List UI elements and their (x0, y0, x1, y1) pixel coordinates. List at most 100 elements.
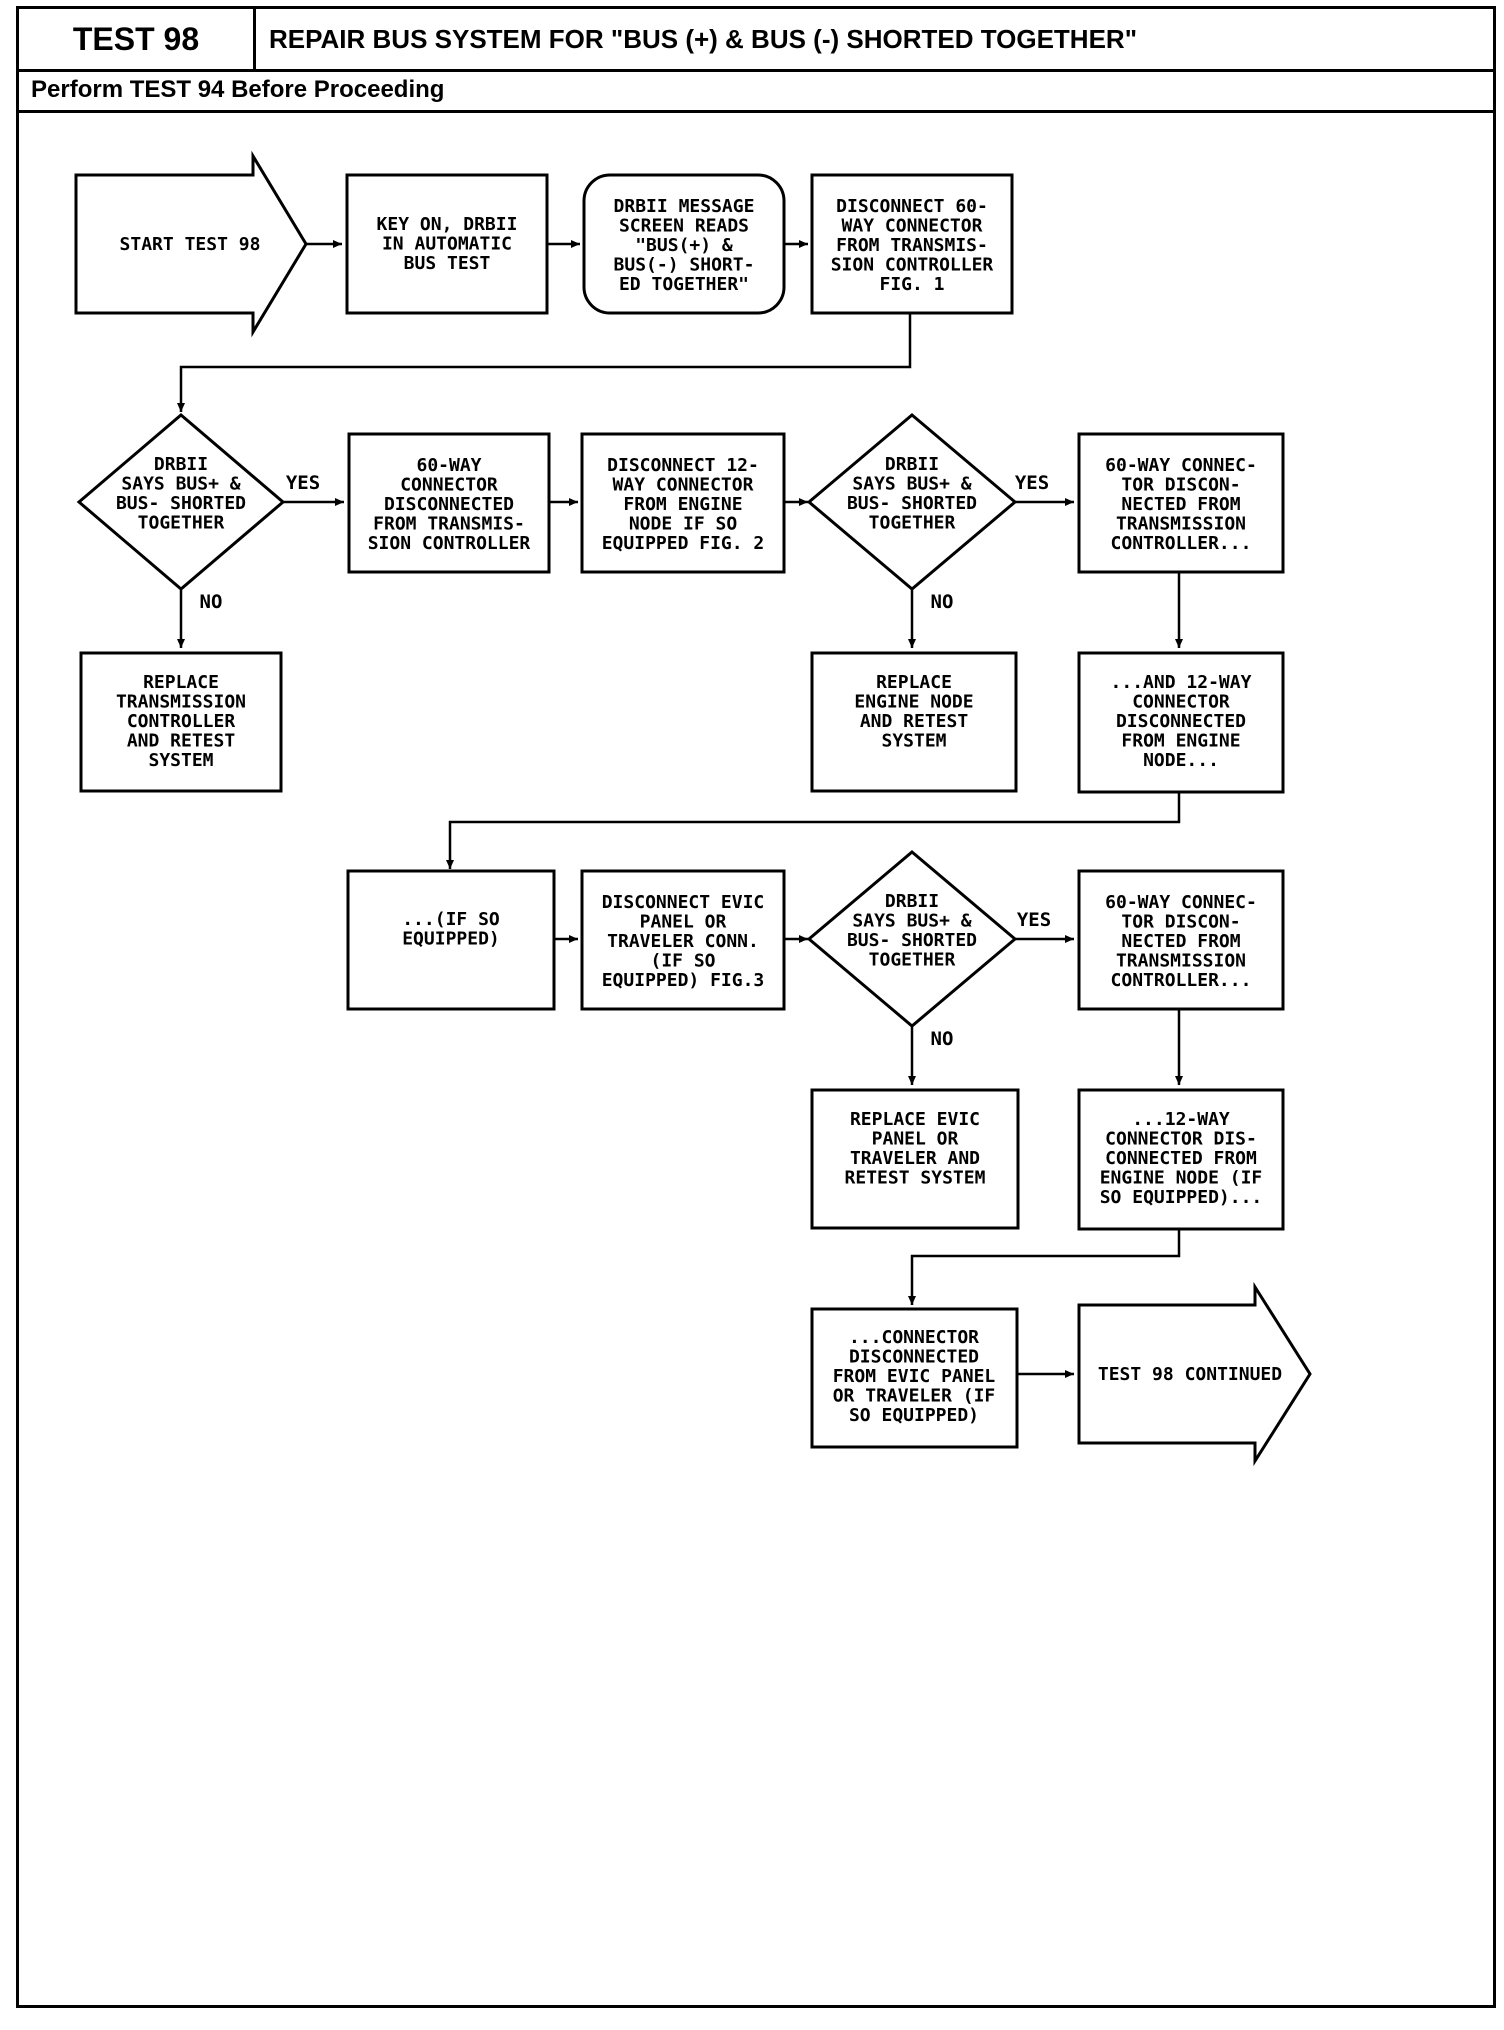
flow-text-line: REPLACE EVIC (850, 1109, 980, 1130)
flow-text-line: DISCONNECTED (849, 1347, 979, 1368)
flow-text-line: NODE... (1143, 750, 1219, 771)
no-label: NO (200, 591, 223, 613)
subheader-row: Perform TEST 94 Before Proceeding (16, 69, 1496, 113)
flow-text-line: ...CONNECTOR (849, 1327, 979, 1348)
flow-text-line: TOR DISCON- (1121, 912, 1240, 933)
flow-text-line: ...12-WAY (1132, 1109, 1230, 1130)
flow-text-line: BUS- SHORTED (116, 493, 246, 514)
connectors (177, 240, 1183, 1378)
flow-text-line: RETEST SYSTEM (845, 1168, 986, 1189)
flow-text-line: WAY CONNECTOR (613, 475, 754, 496)
flow-text-line: CONTROLLER... (1111, 533, 1252, 554)
flow-text-line: "BUS(+) & (635, 235, 733, 256)
flow-text-line: START TEST 98 (120, 234, 261, 255)
flow-text-line: DISCONNECT 60- (836, 196, 988, 217)
prerequisite-note: Perform TEST 94 Before Proceeding (31, 75, 445, 103)
flow-text-line: BUS(-) SHORT- (614, 255, 755, 276)
flow-text-line: TRANSMISSION (116, 692, 246, 713)
flow-text-line: KEY ON, DRBII (377, 214, 518, 235)
flow-text-line: ED TOGETHER" (619, 274, 749, 295)
flow-text-line: DRBII MESSAGE (614, 196, 755, 217)
flow-text-line: BUS- SHORTED (847, 930, 977, 951)
yes-label: YES (1015, 472, 1049, 494)
flow-text-line: TRANSMISSION (1116, 514, 1246, 535)
flow-text-line: CONNECTOR DIS- (1105, 1129, 1257, 1150)
flow-text-line: ENGINE NODE (854, 692, 973, 713)
flow-text-line: TRAVELER AND (850, 1148, 980, 1169)
no-label: NO (931, 1028, 954, 1050)
status-a1: 60-WAY CONNEC-TOR DISCON-NECTED FROMTRAN… (1077, 432, 1285, 574)
flow-text-line: SYSTEM (881, 731, 946, 752)
flow-text-line: DRBII (885, 454, 939, 475)
flow-text-line: EQUIPPED) FIG.3 (602, 970, 765, 991)
flow-text-line: PANEL OR (872, 1129, 959, 1150)
flow-text-line: CONTROLLER... (1111, 970, 1252, 991)
flow-text-line: CONNECTED FROM (1105, 1148, 1257, 1169)
flow-text-line: SO EQUIPPED) (849, 1405, 979, 1426)
test-title: REPAIR BUS SYSTEM FOR "BUS (+) & BUS (-)… (269, 23, 1138, 54)
flow-text-line: FROM EVIC PANEL (833, 1366, 996, 1387)
yes-label: YES (286, 472, 320, 494)
flow-text-line: OR TRAVELER (IF (833, 1386, 996, 1407)
flow-text-line: SAYS BUS+ & (852, 474, 971, 495)
flow-text-line: IN AUTOMATIC (382, 234, 512, 255)
flow-text-line: TEST 98 CONTINUED (1098, 1364, 1282, 1385)
flow-text-line: BUS TEST (404, 253, 491, 274)
flow-text-line: FIG. 1 (879, 274, 944, 295)
flow-text-line: TRANSMISSION (1116, 951, 1246, 972)
flow-text-line: FROM ENGINE (623, 494, 742, 515)
flow-text-line: DISCONNECTED (384, 494, 514, 515)
flow-text-line: ...(IF SO (402, 909, 500, 930)
flow-text-line: (IF SO (650, 951, 715, 972)
flow-text-line: SCREEN READS (619, 216, 749, 237)
flow-text-line: 60-WAY CONNEC- (1105, 892, 1257, 913)
flow-text-line: SAYS BUS+ & (121, 474, 240, 495)
flow-text-line: DISCONNECTED (1116, 711, 1246, 732)
continued-arrow: TEST 98 CONTINUED (1077, 1281, 1312, 1467)
flow-text-line: SION CONTROLLER (831, 255, 994, 276)
flow-text-line: ...AND 12-WAY (1111, 672, 1252, 693)
flow-text-line: FROM TRANSMIS- (836, 235, 988, 256)
flow-text-line: REPLACE (143, 672, 219, 693)
flow-text-line: TOGETHER (869, 950, 956, 971)
flow-text-line: WAY CONNECTOR (842, 216, 983, 237)
flow-text-line: TOR DISCON- (1121, 475, 1240, 496)
branch-labels: YES NO YES NO YES NO (200, 472, 1052, 1050)
flow-text-line: SO EQUIPPED)... (1100, 1187, 1263, 1208)
flow-text-line: EQUIPPED) (402, 929, 500, 950)
flow-text-line: 60-WAY (416, 455, 481, 476)
flow-text-line: 60-WAY CONNEC- (1105, 455, 1257, 476)
status-b1: 60-WAY CONNEC-TOR DISCON-NECTED FROMTRAN… (1077, 869, 1285, 1011)
flow-text-line: PANEL OR (640, 912, 727, 933)
start-arrow: START TEST 98 (74, 150, 308, 338)
flow-text-line: AND RETEST (127, 731, 236, 752)
flow-text-line: SAYS BUS+ & (852, 911, 971, 932)
flow-text-line: CONTROLLER (127, 711, 236, 732)
flow-text-line: DRBII (154, 454, 208, 475)
flow-text-line: DISCONNECT EVIC (602, 892, 765, 913)
flow-text-line: DRBII (885, 891, 939, 912)
flow-text-line: TRAVELER CONN. (607, 931, 759, 952)
flow-text-line: AND RETEST (860, 711, 969, 732)
no-label: NO (931, 591, 954, 613)
flow-text-line: ENGINE NODE (IF (1100, 1168, 1263, 1189)
flow-text-line: BUS- SHORTED (847, 493, 977, 514)
flow-text-line: FROM TRANSMIS- (373, 514, 525, 535)
flow-text-line: TOGETHER (869, 513, 956, 534)
arrow-statusa2-to-ifso (446, 792, 1181, 869)
